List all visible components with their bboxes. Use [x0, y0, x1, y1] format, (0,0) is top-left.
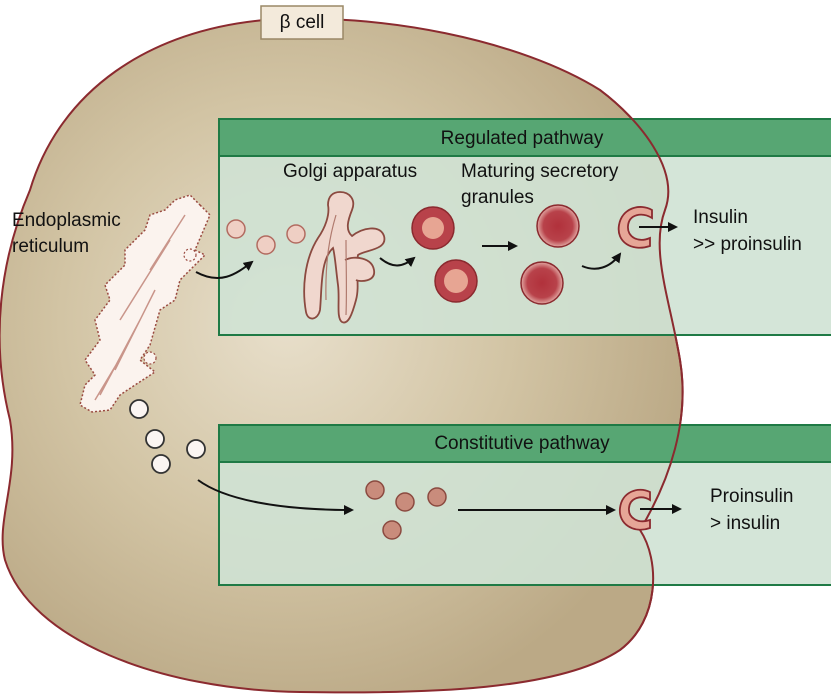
constitutive-pathway-title: Constitutive pathway	[434, 433, 610, 454]
vesicle	[145, 429, 165, 449]
vesicle	[427, 487, 447, 507]
mature-granule	[520, 261, 564, 305]
er-label-line2: reticulum	[12, 236, 89, 257]
vesicle	[395, 492, 415, 512]
constitutive-pathway-panel: Constitutive pathway	[218, 424, 831, 586]
cell-membrane-right	[599, 89, 684, 651]
exocytosis-pore	[619, 488, 651, 531]
arrow-icon	[195, 260, 254, 280]
er-label-line1: Endoplasmic	[12, 210, 121, 231]
exocytosis-pore	[617, 206, 653, 249]
cell-label: β cell	[280, 12, 325, 33]
vesicle	[286, 224, 306, 244]
mature-granule	[536, 204, 580, 248]
regulated-pathway-title: Regulated pathway	[441, 128, 604, 149]
vesicle	[186, 439, 206, 459]
regulated-output-line2: >> proinsulin	[693, 234, 802, 255]
regulated-output-line1: Insulin	[693, 207, 748, 228]
arrow-icon	[379, 256, 416, 267]
maturing-granule	[434, 259, 478, 303]
vesicle	[256, 235, 276, 255]
granules-label-line1: Maturing secretory	[461, 161, 619, 182]
arrow-icon	[581, 252, 622, 270]
regulated-pathway-panel: Regulated pathway	[218, 118, 831, 336]
vesicle	[151, 454, 171, 474]
constitutive-output-line2: > insulin	[710, 513, 780, 534]
vesicle	[382, 520, 402, 540]
cell-label-box: β cell	[260, 5, 344, 40]
golgi-apparatus	[303, 191, 386, 324]
maturing-granule	[411, 206, 455, 250]
endoplasmic-reticulum	[79, 194, 211, 413]
vesicle	[226, 219, 246, 239]
constitutive-output-line1: Proinsulin	[710, 486, 793, 507]
arrow-icon	[197, 479, 354, 515]
vesicle	[365, 480, 385, 500]
vesicle	[129, 399, 149, 419]
golgi-label: Golgi apparatus	[283, 161, 417, 182]
granules-label-line2: granules	[461, 187, 534, 208]
